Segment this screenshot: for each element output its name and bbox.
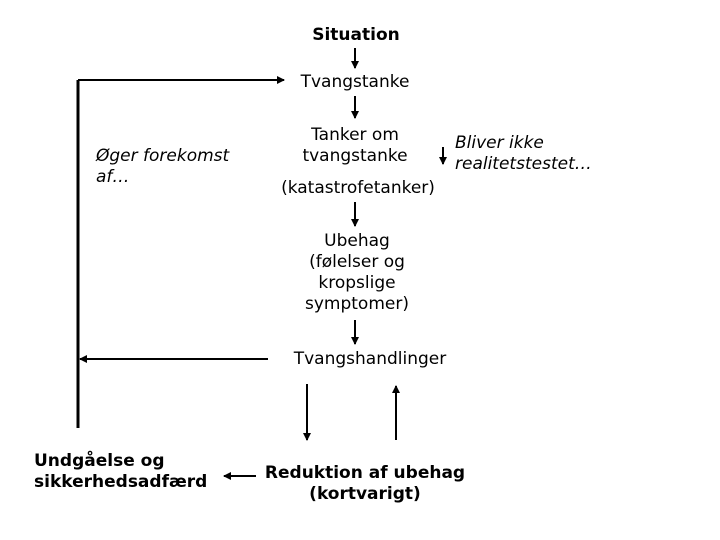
- reduktion-line-1: Reduktion af ubehag: [264, 463, 466, 483]
- node-oger-forekomst: Øger forekomst af…: [96, 146, 229, 188]
- tanker-line-1: Tanker om: [311, 125, 399, 145]
- node-undgaelse: Undgåelse og sikkerhedsadfærd: [34, 451, 207, 493]
- bliver-line-1: Bliver ikke: [455, 133, 544, 153]
- undgaelse-line-1: Undgåelse og: [34, 451, 165, 471]
- node-katastrofetanker: (katastrofetanker): [281, 178, 435, 198]
- reduktion-line-2: (kortvarigt): [309, 484, 421, 504]
- node-reduktion: Reduktion af ubehag (kortvarigt): [250, 463, 480, 505]
- node-situation: Situation: [312, 25, 400, 45]
- node-bliver-ikke: Bliver ikke realitetstestet…: [455, 133, 592, 175]
- oger-line-2: af…: [96, 167, 130, 187]
- undgaelse-line-2: sikkerhedsadfærd: [34, 472, 208, 492]
- tanker-line-2: tvangstanke: [302, 146, 408, 166]
- ubehag-line-2: (følelser og: [309, 252, 405, 272]
- node-ubehag: Ubehag (følelser og kropslige symptomer): [282, 231, 432, 315]
- node-tvangshandlinger: Tvangshandlinger: [293, 349, 447, 369]
- ubehag-line-4: symptomer): [305, 294, 409, 314]
- ubehag-line-1: Ubehag: [324, 231, 390, 251]
- oger-line-1: Øger forekomst: [96, 146, 230, 166]
- node-tvangstanke: Tvangstanke: [300, 72, 410, 92]
- ubehag-line-3: kropslige: [318, 273, 396, 293]
- bliver-line-2: realitetstestet…: [455, 154, 592, 174]
- node-tanker-om: Tanker om tvangstanke: [280, 125, 430, 167]
